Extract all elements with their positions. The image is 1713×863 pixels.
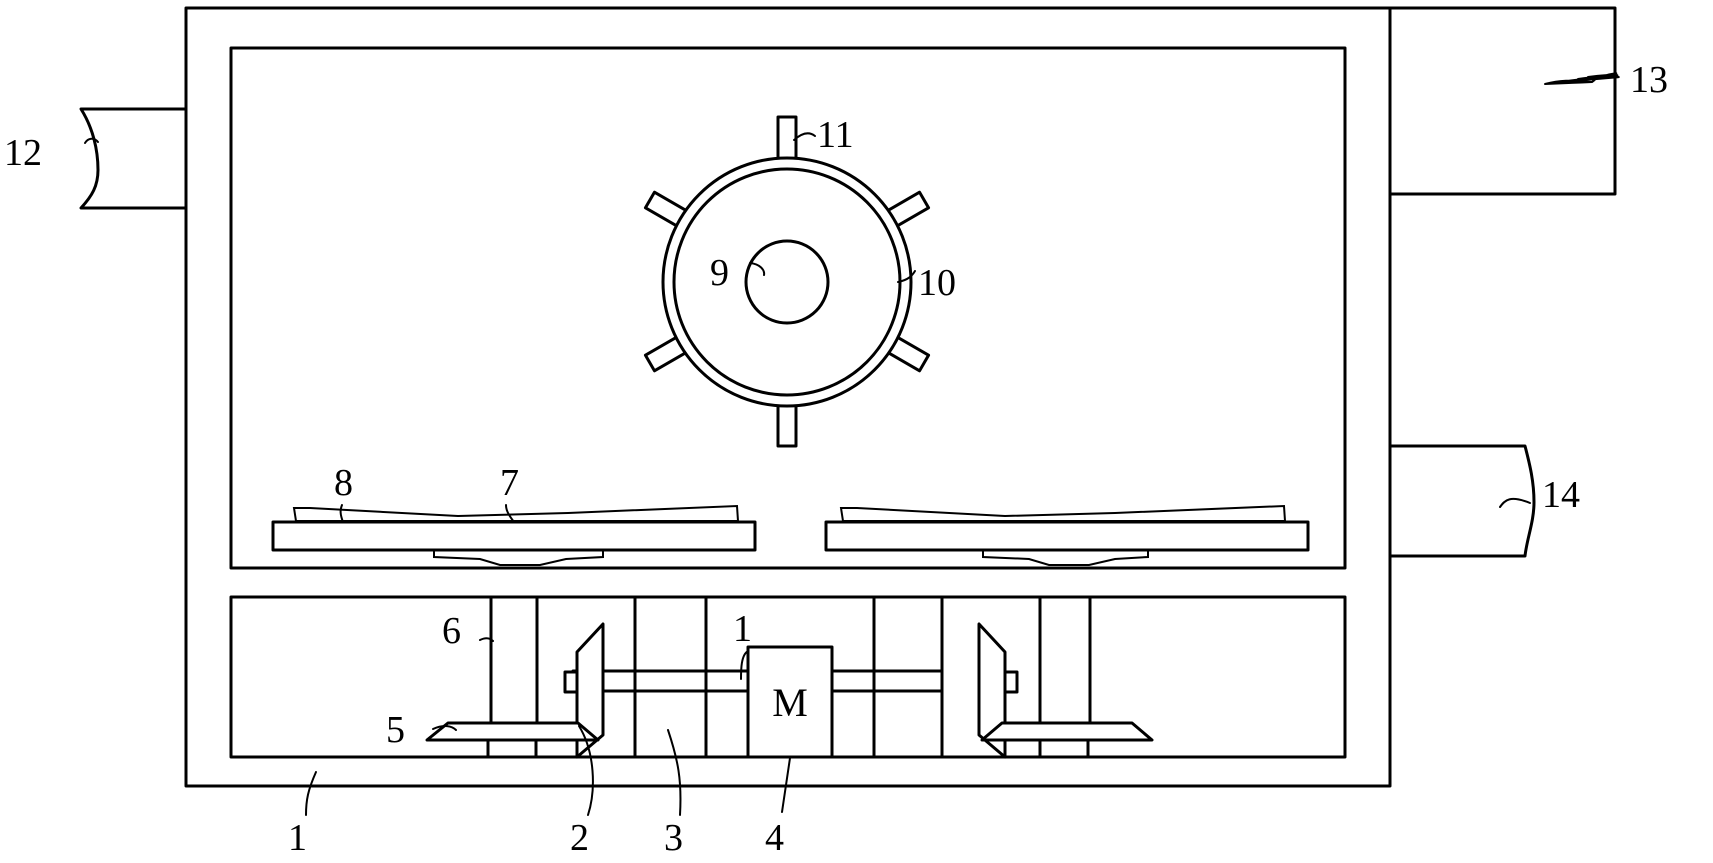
rotor-assembly [643, 115, 931, 448]
left-blade-8 [292, 504, 740, 522]
right-plate-hub [982, 549, 1149, 566]
leader-lines [84, 72, 1620, 816]
motor-4 [746, 645, 834, 759]
motor-label: M [772, 680, 808, 725]
left-plate-assembly [271, 504, 757, 566]
outlet-pipe-14 [1388, 444, 1536, 558]
label-11: 11 [817, 114, 854, 156]
rotor-blade-bottom [776, 399, 798, 448]
rotor-hub-9 [744, 239, 830, 325]
right-blade [839, 504, 1287, 522]
label-12: 12 [4, 132, 42, 174]
label-10: 10 [918, 262, 956, 304]
label-1-bottom: 1 [288, 817, 307, 859]
label-1-inner: 1 [733, 608, 752, 650]
label-6: 6 [442, 610, 461, 652]
right-horizontal-bevel-gear [980, 721, 1154, 742]
left-horizontal-bevel-gear-5 [425, 721, 600, 742]
right-plate [824, 520, 1310, 552]
label-7: 7 [500, 462, 519, 504]
label-5: 5 [386, 709, 405, 751]
inlet-pipe-12 [79, 107, 188, 210]
part-labels: 12 13 14 11 9 10 8 7 6 1 5 1 2 3 4 [4, 59, 1668, 859]
label-14: 14 [1542, 474, 1580, 516]
main-housing [184, 6, 1392, 788]
label-2: 2 [570, 817, 589, 859]
label-8: 8 [334, 462, 353, 504]
label-4: 4 [765, 817, 784, 859]
left-plate-hub [433, 549, 604, 566]
label-13: 13 [1630, 59, 1668, 101]
drive-mechanism: M [425, 595, 1154, 759]
rotor-outer-ring [661, 156, 913, 408]
upper-chamber [229, 46, 1347, 570]
upper-right-box-13 [1388, 6, 1617, 196]
left-plate-7 [271, 520, 757, 552]
label-9: 9 [710, 252, 729, 294]
label-3: 3 [664, 817, 683, 859]
right-plate-assembly [824, 504, 1310, 566]
